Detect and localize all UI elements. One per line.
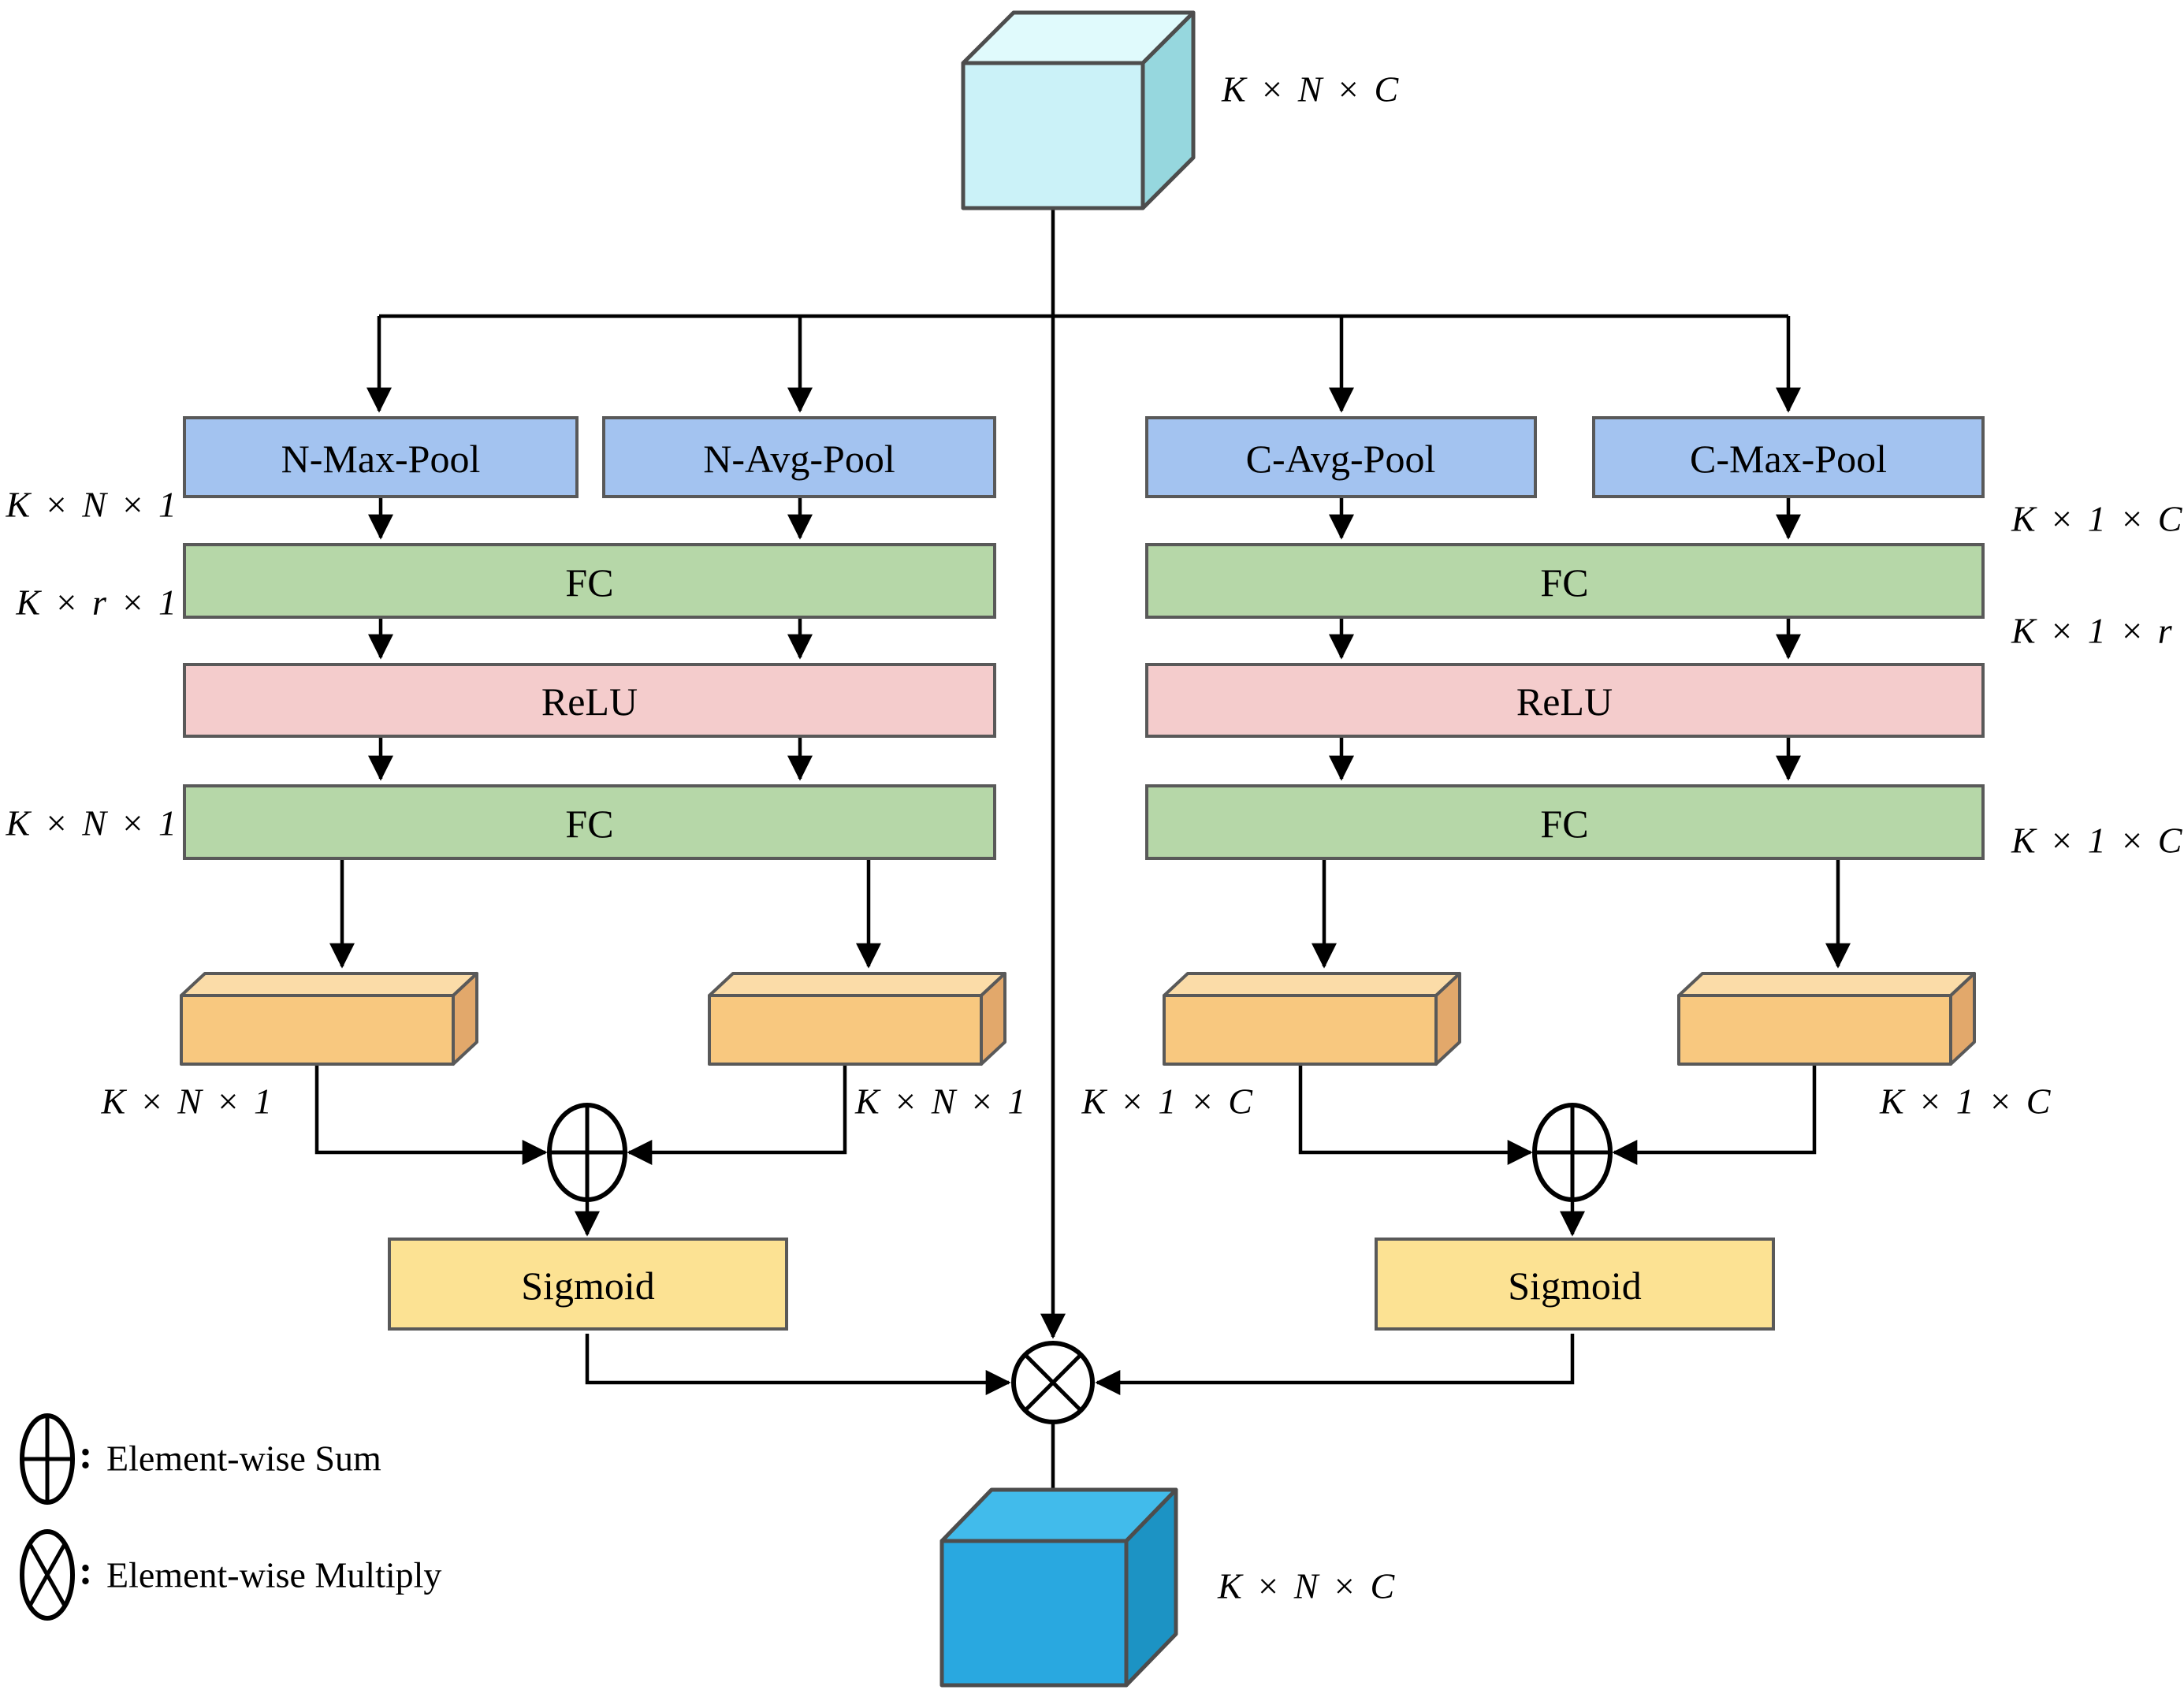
input-dim-label: K × N × C: [1221, 69, 1401, 110]
output-tensor-cube: [939, 1487, 1178, 1688]
slab-left-2: [708, 972, 1006, 1066]
slab-right-1-top: [1163, 972, 1461, 997]
sum-node-left: [547, 1103, 627, 1202]
multiply-node: [1011, 1341, 1095, 1424]
arrow-slab-to-sum-right-2: [1612, 1066, 1817, 1165]
c-avg-pool-box: [1145, 416, 1537, 498]
right-fc1-out-dim-label: K × 1 × r: [2011, 611, 2175, 651]
relu-right-box: [1145, 663, 1985, 738]
arrow-slab-to-sum-left-2: [627, 1066, 847, 1165]
sum-node-right: [1532, 1103, 1613, 1202]
output-dim-label: K × N × C: [1217, 1566, 1397, 1606]
slab-right-2-top: [1677, 972, 1976, 997]
fc2-right-label: FC: [1540, 802, 1588, 846]
relu-left-box: [183, 663, 996, 738]
legend-multiply-colon: :: [79, 1549, 92, 1594]
legend-multiply-diag-2: [28, 1543, 67, 1607]
sigmoid-right-label: Sigmoid: [1508, 1264, 1641, 1308]
arrow-slab-to-sum-right-1: [1298, 1066, 1533, 1165]
legend-sum-text: Element-wise Sum: [106, 1439, 381, 1479]
left-fc2-out-dim-label: K × N × 1: [6, 803, 179, 843]
input-tensor-cube: [961, 10, 1196, 210]
sigmoid-left-box: [388, 1238, 788, 1331]
left-pool-out-dim-label: K × N × 1: [6, 485, 179, 525]
relu-left-label: ReLU: [541, 679, 638, 724]
slab-right-1-front: [1163, 994, 1438, 1066]
slab-left-1-top: [180, 972, 478, 997]
relu-right-label: ReLU: [1516, 679, 1613, 724]
left-slab-inner-dim-label: K × N × 1: [854, 1081, 1028, 1122]
n-avg-pool-box: [602, 416, 996, 498]
sigmoid-right-box: [1375, 1238, 1775, 1331]
legend: : Element-wise Sum : Element-wise Multip…: [20, 1413, 441, 1621]
fc2-left-box: [183, 784, 996, 860]
arrow-sigmoid-to-multiply-right: [1095, 1334, 1575, 1395]
legend-sum-icon: [20, 1413, 75, 1505]
sigmoid-left-label: Sigmoid: [521, 1264, 654, 1308]
left-fc1-out-dim-label: K × r × 1: [15, 583, 179, 623]
slab-right-1: [1163, 972, 1461, 1066]
c-max-pool-label: C-Max-Pool: [1690, 437, 1887, 481]
n-max-pool-box: [183, 416, 579, 498]
slab-left-2-top: [708, 972, 1006, 997]
output-cube-front-face: [939, 1539, 1129, 1688]
right-slab-outer-dim-label: K × 1 × C: [1879, 1081, 2052, 1122]
input-cube-front-face: [961, 61, 1145, 210]
right-slab-inner-dim-label: K × 1 × C: [1081, 1081, 1255, 1122]
c-avg-pool-label: C-Avg-Pool: [1246, 437, 1436, 481]
left-slab-outer-dim-label: K × N × 1: [101, 1081, 274, 1122]
fc1-right-box: [1145, 543, 1985, 619]
n-avg-pool-label: N-Avg-Pool: [703, 437, 895, 481]
slab-left-1-front: [180, 994, 455, 1066]
c-max-pool-box: [1592, 416, 1985, 498]
arrow-sigmoid-to-multiply-left: [585, 1334, 1011, 1395]
fc2-right-box: [1145, 784, 1985, 860]
right-fc2-out-dim-label: K × 1 × C: [2011, 821, 2184, 861]
fc1-left-box: [183, 543, 996, 619]
multiply-node-diag-2: [1024, 1353, 1082, 1412]
legend-multiply-text: Element-wise Multiply: [106, 1555, 441, 1595]
slab-right-2: [1677, 972, 1976, 1066]
slab-left-2-front: [708, 994, 983, 1066]
slab-left-1: [180, 972, 478, 1066]
legend-sum-colon: :: [79, 1433, 92, 1478]
arrow-slab-to-sum-left-1: [314, 1066, 548, 1165]
right-pool-out-dim-label: K × 1 × C: [2011, 499, 2184, 539]
n-max-pool-label: N-Max-Pool: [281, 437, 481, 481]
slab-right-2-front: [1677, 994, 1952, 1066]
legend-multiply-icon: [20, 1529, 75, 1621]
fc1-right-label: FC: [1540, 560, 1588, 605]
connectors: [314, 208, 1851, 1490]
fc1-left-label: FC: [565, 560, 613, 605]
fc2-left-label: FC: [565, 802, 613, 846]
